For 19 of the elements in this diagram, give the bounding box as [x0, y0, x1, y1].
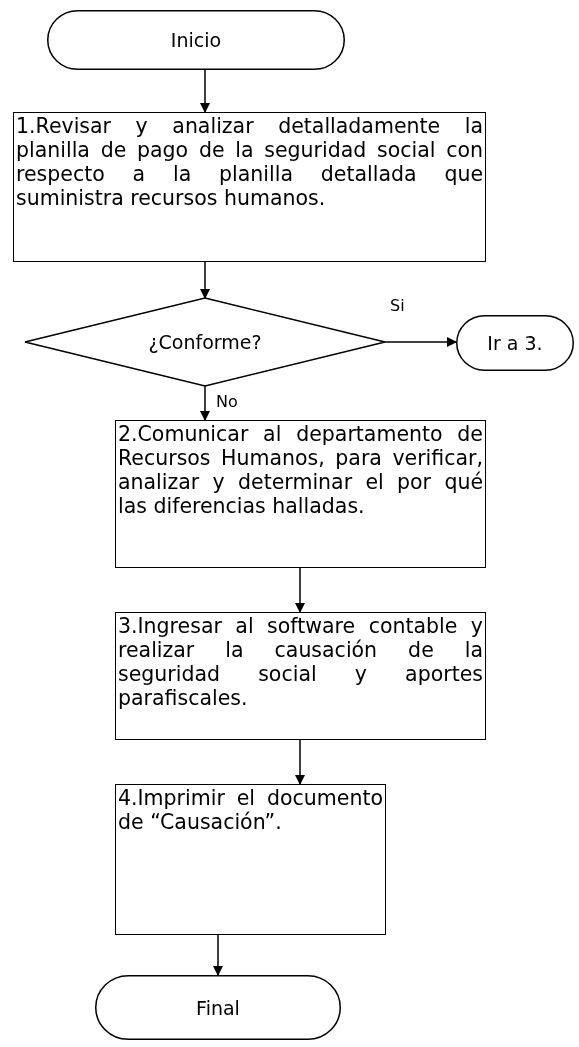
- arrow: [295, 567, 305, 613]
- arrow: [200, 385, 210, 421]
- process-box: [13, 112, 486, 262]
- step-text: 3.Ingresar al software contable y realizar la causación de la seguridad social y aportes parafiscales.: [118, 614, 483, 710]
- node-label: ¿Conforme?: [148, 330, 262, 354]
- node-label: Inicio: [170, 28, 222, 52]
- step-text: 1.Revisar y analizar detalladamente la planilla de pago de la seguridad social con respecto a la planilla detallada que suministra recursos humanos.: [16, 114, 483, 210]
- arrow: [200, 69, 210, 113]
- node-label: Final: [196, 995, 240, 1020]
- node-label: Ir a 3.: [487, 331, 543, 355]
- arrow: [384, 337, 457, 347]
- process-box: [115, 420, 486, 568]
- arrow: [213, 934, 223, 976]
- process-box: [115, 784, 386, 935]
- step-text: 2.Comunicar al departamento de Recursos Humanos, para verificar, analizar y determinar el por qué las diferencias halladas.: [118, 422, 483, 518]
- step-text: 4.Imprimir el documento de “Causación”.: [118, 786, 383, 834]
- arrow: [200, 261, 210, 299]
- arrow: [295, 739, 305, 785]
- process-box: [115, 612, 486, 740]
